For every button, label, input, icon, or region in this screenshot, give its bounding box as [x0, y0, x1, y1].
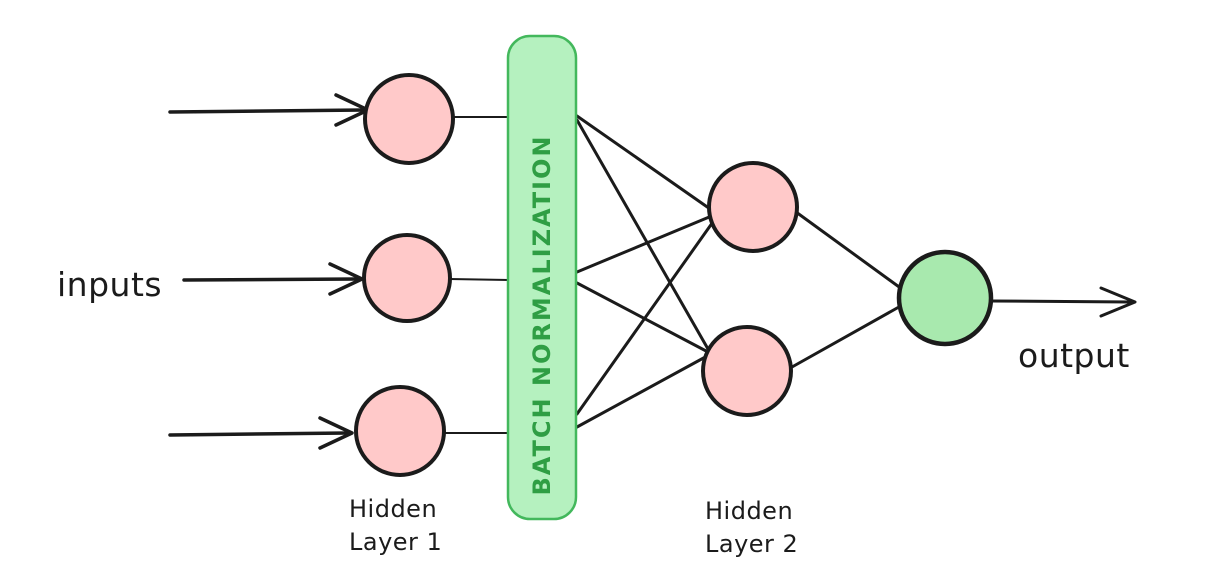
batch-norm-label: BATCH NORMALIZATION	[528, 135, 556, 496]
input-arrow-bottom	[168, 416, 354, 450]
hidden2-to-output-connections	[790, 210, 908, 369]
hidden1-to-bn-connectors	[442, 116, 510, 434]
hidden-layer-1-nodes	[354, 73, 455, 477]
hidden1-node-2	[362, 233, 452, 323]
input-arrow-top	[168, 93, 370, 127]
output-node	[896, 249, 994, 347]
ink-strokes	[168, 93, 1137, 450]
hidden1-node-1	[363, 73, 455, 165]
output-label: output	[1018, 336, 1130, 375]
hidden-layer-1-label: Hidden Layer 1	[349, 495, 442, 556]
batch-norm-box	[506, 34, 578, 521]
bn-to-hidden2-connections	[575, 114, 717, 429]
hidden-layer-2-nodes	[701, 161, 799, 417]
output-arrow	[989, 286, 1137, 318]
hidden-layer-1-label-line2: Layer 1	[349, 528, 442, 556]
hidden-layer-2-label: Hidden Layer 2	[705, 497, 798, 558]
inputs-label: inputs	[57, 265, 162, 304]
hidden-layer-2-label-line1: Hidden	[705, 497, 793, 525]
text-labels: inputs output Hidden Layer 1 Hidden Laye…	[57, 265, 1130, 558]
hidden-layer-1-label-line1: Hidden	[349, 495, 437, 523]
input-arrow-middle	[182, 262, 364, 296]
hidden2-node-1	[707, 161, 799, 253]
hidden-layer-2-label-line2: Layer 2	[705, 530, 798, 558]
hidden1-node-3	[354, 385, 446, 477]
hidden2-node-2	[701, 325, 793, 417]
